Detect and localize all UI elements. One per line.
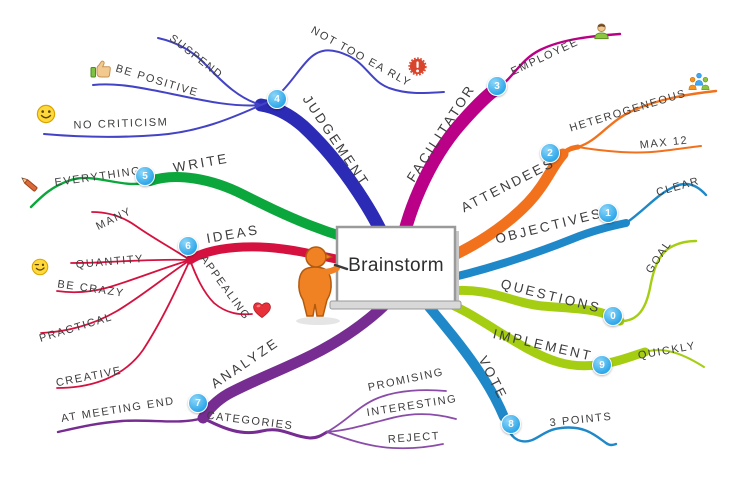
badge-ideas[interactable]: 6 — [178, 236, 198, 256]
thumbs-up-icon — [90, 59, 112, 79]
subbranch-max12-line — [577, 145, 702, 154]
employee-icon — [592, 22, 611, 41]
subbranch-appealing-line — [189, 259, 253, 316]
badge-attendees[interactable]: 2 — [540, 143, 560, 163]
badge-judgement[interactable]: 4 — [267, 89, 287, 109]
badge-objectives[interactable]: 1 — [598, 203, 618, 223]
subbranch-suspend-line — [157, 37, 262, 106]
whiteboard-tray — [329, 300, 462, 310]
subbranch-goal-line — [618, 239, 698, 323]
smiley-icon — [36, 104, 56, 124]
badge-implement[interactable]: 9 — [592, 355, 612, 375]
subbranch-quickly-line — [644, 349, 705, 368]
branch-analyze-line — [197, 288, 402, 424]
group-icon — [688, 71, 710, 92]
branch-objectives-line — [428, 219, 630, 286]
subbranch-heterogeneous-line — [576, 89, 718, 149]
subbranch-not-too-early-line — [260, 49, 445, 106]
subbranch-no-criticism-line — [43, 104, 262, 138]
subbranch-creative-line — [56, 259, 191, 389]
branch-attendees-neck — [560, 144, 581, 157]
badge-analyze[interactable]: 7 — [188, 393, 208, 413]
badge-vote[interactable]: 8 — [501, 414, 521, 434]
subbranch-3-points-line — [502, 415, 618, 447]
branch-questions-line — [445, 285, 625, 326]
branch-implement-line — [433, 294, 650, 371]
subbranch-be-positive-line — [92, 83, 262, 107]
subbranch-reject-line — [326, 431, 444, 450]
badge-write[interactable]: 5 — [135, 166, 155, 186]
subbranch-at-meeting-end-line — [56, 416, 205, 434]
subbranch-everything-line — [29, 176, 152, 209]
subbranch-promising-line — [326, 389, 447, 433]
subbranch-quantity-line — [70, 258, 191, 264]
presenter-figure-icon — [296, 246, 349, 325]
subbranch-interesting-line — [326, 413, 457, 433]
whiteboard[interactable] — [335, 225, 457, 305]
subbranch-practical-line — [40, 259, 191, 334]
subbranch-many-line — [91, 211, 191, 261]
subbranch-clear-line — [624, 182, 708, 225]
subbranch-be-crazy-line — [56, 259, 191, 294]
heart-icon — [252, 301, 272, 319]
branch-vote-line — [415, 291, 509, 422]
warning-icon — [408, 57, 427, 76]
center-topic — [329, 225, 462, 310]
subbranch-categories-line — [201, 416, 329, 440]
pencil-icon — [17, 172, 41, 196]
subbranch-employee-line — [497, 32, 622, 89]
center-topic-title[interactable]: Brainstorm — [348, 255, 444, 276]
whiteboard-shadow — [455, 231, 459, 303]
badge-facilitator[interactable]: 3 — [487, 76, 507, 96]
badge-questions[interactable]: 0 — [603, 306, 623, 326]
wink-smiley-icon — [31, 258, 49, 276]
